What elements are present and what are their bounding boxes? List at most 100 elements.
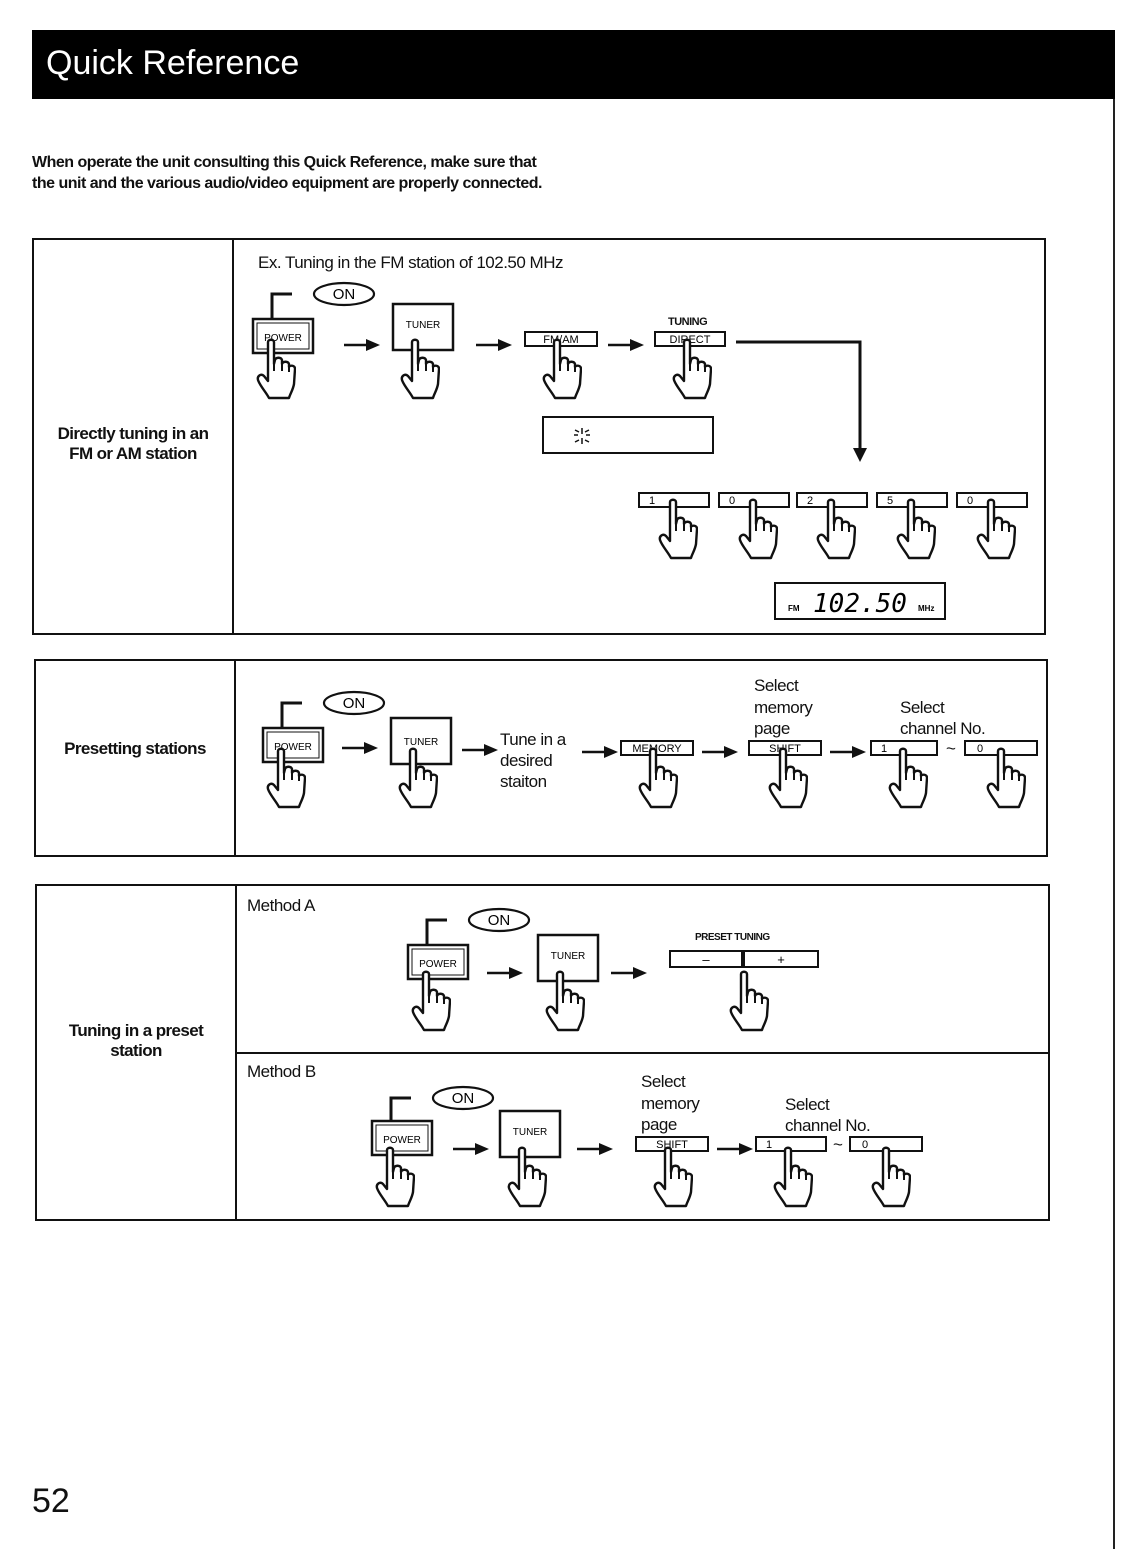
digit-key-label: 0 [967,495,973,507]
select-page-line1: Select [754,676,799,695]
hand-press-icon [256,338,296,400]
hand-press-icon [871,1146,911,1208]
hand-press-icon [545,970,585,1032]
arrow-right-icon [830,745,866,759]
hand-press-icon [411,970,451,1032]
on-label: ON [343,695,366,712]
section-presetting: Presetting stations ON POWER TUNER Tune … [34,659,1048,857]
blinking-display [542,416,714,454]
on-label: ON [488,912,511,929]
preset-tuning-label: PRESET TUNING [695,932,770,943]
hand-press-icon [986,747,1026,809]
select-channel-line2: channel No. [785,1116,871,1135]
power-label: POWER [419,959,457,970]
section-label-cell: Tuning in a preset station [37,886,237,1219]
display-band: FM [788,604,800,613]
power-label: POWER [264,333,302,344]
hand-press-icon [672,338,712,400]
hand-press-icon [653,1146,693,1208]
channel-key-label: 1 [881,743,887,755]
select-page-line3: page [754,719,790,738]
arrow-right-icon [476,338,512,352]
digit-key-label: 5 [887,495,893,507]
hand-press-icon [375,1146,415,1208]
arrow-right-icon [487,966,523,980]
on-indicator: ON [266,281,376,328]
frequency-display: FM 102.50 MHz [774,582,946,620]
power-label: POWER [383,1135,421,1146]
method-b-label: Method B [247,1062,316,1081]
channel-key-label: 1 [766,1139,772,1151]
minus-label: – [702,952,710,967]
memory-label: MEMORY [632,743,682,755]
tuner-label: TUNER [513,1127,547,1138]
shift-label: SHIFT [656,1139,688,1151]
power-button[interactable]: POWER [406,943,470,982]
on-label: ON [452,1090,475,1107]
power-label: POWER [274,742,312,753]
channel-key-label: 0 [862,1139,868,1151]
arrow-right-icon [717,1142,753,1156]
select-channel-line1: Select [900,698,945,717]
section-label-line1: Directly tuning in an [57,424,209,443]
memory-button[interactable]: MEMORY [620,740,696,758]
arrow-right-icon [582,745,618,759]
hand-press-icon [400,338,440,400]
on-label: ON [333,286,356,303]
tune-instruction-line3: staiton [500,772,547,791]
section-label-cell: Directly tuning in an FM or AM station [34,240,234,633]
section-label-line1: Tuning in a preset [68,1021,204,1040]
hand-press-icon [266,747,306,809]
arrow-right-icon [702,745,738,759]
display-frequency: 102.50 [813,589,907,619]
select-channel-line1: Select [785,1095,830,1114]
select-page-line2: memory [754,698,813,717]
on-indicator: ON [385,1085,495,1132]
hand-press-icon [507,1146,547,1208]
section-label: Presetting stations [64,739,206,758]
flow-connector-arrow [736,340,867,462]
range-tilde: ~ [833,1135,843,1154]
method-divider [235,1052,1048,1054]
power-button[interactable]: POWER [251,317,315,356]
arrow-right-icon [342,741,378,755]
tuner-button[interactable]: TUNER [498,1109,563,1160]
tuner-label: TUNER [406,320,440,331]
shift-button[interactable]: SHIFT [635,1136,711,1154]
tuner-button[interactable]: TUNER [536,933,601,984]
digit-key-label: 1 [649,495,655,507]
select-page-line1: Select [641,1072,686,1091]
example-text: Ex. Tuning in the FM station of 102.50 M… [258,253,564,272]
tune-instruction-line2: desired [500,751,553,770]
preset-minus-button[interactable]: – [669,950,743,970]
tuner-button[interactable]: TUNER [389,716,454,767]
hand-press-icon [773,1146,813,1208]
section-label-line2: station [110,1041,162,1060]
digit-key-label: 2 [807,495,813,507]
tuning-label: TUNING [668,316,708,328]
on-indicator: ON [421,907,531,954]
tuner-button[interactable]: TUNER [391,302,456,353]
section-label-cell: Presetting stations [36,661,236,855]
hand-press-icon [976,498,1016,560]
channel-key-label: 0 [977,743,983,755]
preset-plus-button[interactable]: + [743,950,819,970]
arrow-right-icon [344,338,380,352]
intro-text: When operate the unit consulting this Qu… [32,154,542,192]
hand-press-icon [816,498,856,560]
arrow-right-icon [453,1142,489,1156]
power-button[interactable]: POWER [370,1119,434,1158]
arrow-right-icon [611,966,647,980]
tuner-label: TUNER [404,737,438,748]
title-bar: Quick Reference [32,30,1115,99]
hand-press-icon [638,747,678,809]
tuner-label: TUNER [551,951,585,962]
method-a-label: Method A [247,896,315,915]
hand-press-icon [729,970,769,1032]
plus-label: + [777,952,785,967]
right-border [1113,99,1115,1549]
arrow-right-icon [577,1142,613,1156]
display-unit: MHz [918,604,934,613]
select-page-line3: page [641,1115,677,1134]
power-button[interactable]: POWER [261,726,325,765]
